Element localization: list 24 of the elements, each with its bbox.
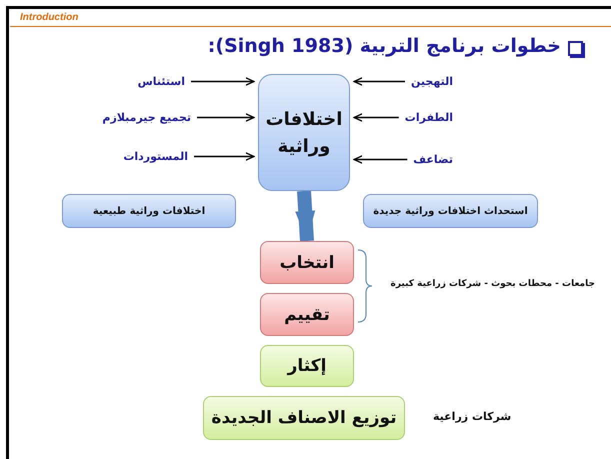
arrow <box>194 152 255 161</box>
rounded-box: انتخاب <box>260 241 354 284</box>
term-label: التهجين <box>411 75 453 88</box>
rounded-box: إكثار <box>260 345 354 387</box>
arrow <box>353 155 408 164</box>
term-label: استئناس <box>138 75 185 88</box>
note-text: جامعات - محطات بحوث - شركات زراعية كبيرة <box>390 279 595 289</box>
rounded-box: اختلافات وراثية <box>258 74 350 191</box>
rounded-box: توزيع الاصناف الجديدة <box>203 396 405 440</box>
arrow <box>191 77 255 86</box>
term-label: الطفرات <box>404 111 453 124</box>
arrow <box>353 77 406 86</box>
term-label: تجميع جيرمبلازم <box>102 111 191 124</box>
term-label: المستوردات <box>123 150 188 163</box>
term-label: تضاعف <box>413 153 453 166</box>
rounded-box: تقييم <box>260 293 354 336</box>
rounded-box: استحداث اختلافات وراثية جديدة <box>363 194 538 228</box>
header-text: Introduction <box>20 12 78 23</box>
arrow <box>197 113 255 122</box>
arrow <box>353 113 399 122</box>
note-text: شركات زراعية <box>433 410 512 423</box>
block-arrow <box>295 190 316 242</box>
title: خطوات برنامج التربية (Singh 1983): <box>208 35 561 57</box>
rounded-box: اختلافات وراثية طبيعية <box>62 194 236 228</box>
